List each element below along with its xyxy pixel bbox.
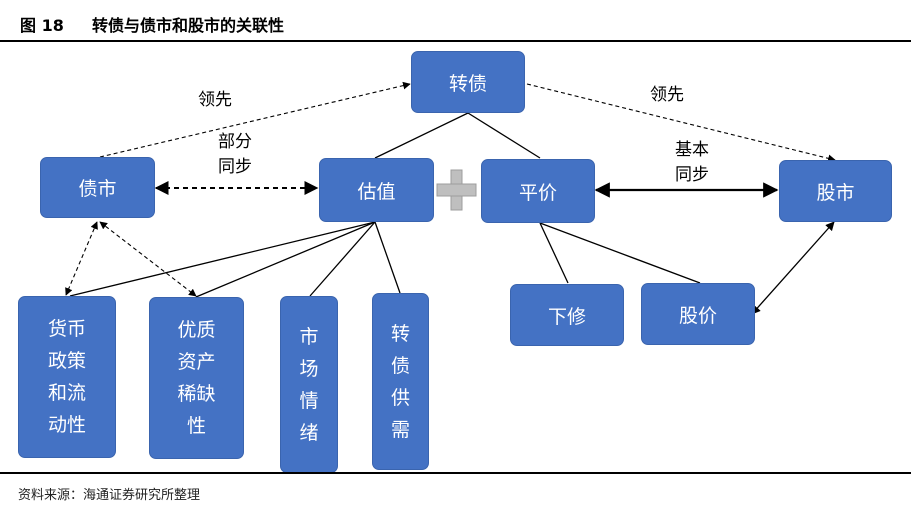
node-stock-price: 股价	[641, 283, 755, 345]
link-parity-stockprice	[539, 222, 701, 284]
label-lead-right: 领先	[650, 85, 684, 105]
source-note: 资料来源：海通证券研究所整理	[18, 488, 201, 503]
link-cb-to-valuation	[374, 112, 469, 159]
link-bond-quality	[99, 221, 197, 297]
label-basic-sync: 基本 同步	[675, 140, 709, 185]
node-market-sentiment: 市 场 情 绪	[280, 296, 338, 473]
link-cb-leads-stock	[526, 83, 836, 163]
label-partial-sync: 部分 同步	[218, 132, 252, 177]
link-stockprice-stockmarket	[751, 221, 835, 315]
top-rule	[0, 40, 911, 42]
node-parity: 平价	[481, 159, 595, 223]
link-bond-monetary	[65, 221, 98, 296]
node-cb-supply-demand: 转 债 供 需	[372, 293, 429, 470]
node-convertible-bond: 转债	[411, 51, 525, 113]
node-quality-asset-scarcity: 优质 资产 稀缺 性	[149, 297, 244, 459]
figure-title: 图 18 转债与债市和股市的关联性	[20, 12, 284, 36]
link-valuation-supply	[374, 221, 401, 294]
link-parity-revision	[539, 222, 569, 284]
figure-title-text: 转债与债市和股市的关联性	[92, 16, 285, 35]
node-down-revision: 下修	[510, 284, 624, 346]
plus-sign-icon	[436, 169, 477, 211]
node-valuation: 估值	[319, 158, 434, 222]
link-valuation-monetary	[69, 221, 376, 297]
link-valuation-sentiment	[309, 221, 376, 297]
link-cb-to-parity	[467, 112, 541, 159]
node-stock-market: 股市	[779, 160, 892, 222]
bottom-rule	[0, 472, 911, 474]
node-bond-market: 债市	[40, 157, 155, 218]
link-valuation-quality	[195, 221, 376, 298]
label-lead-left: 领先	[198, 90, 232, 110]
figure-number: 图 18	[20, 16, 64, 35]
node-monetary-policy: 货币 政策 和流 动性	[18, 296, 116, 458]
